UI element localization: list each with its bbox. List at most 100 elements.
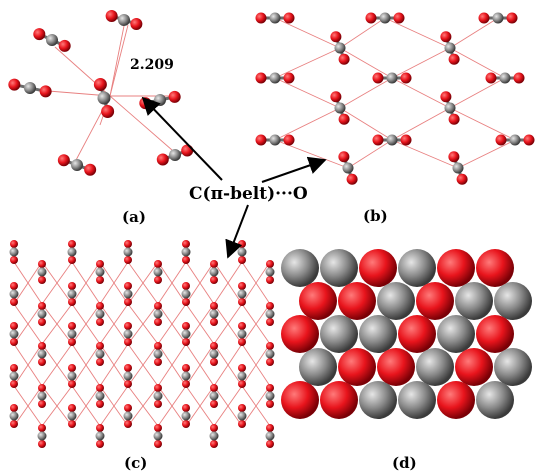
contact-line: [71, 385, 101, 427]
carbon-atom: [342, 162, 354, 174]
oxygen-atom: [10, 322, 18, 330]
oxygen-atom: [283, 134, 295, 146]
oxygen-atom: [38, 358, 46, 366]
co2-molecule: [67, 322, 77, 346]
oxygen-atom: [266, 260, 274, 268]
carbon-atom: [67, 247, 77, 257]
carbon-atom: [181, 247, 191, 257]
oxygen-atom: [210, 302, 218, 310]
co2-molecule: [495, 134, 535, 146]
oxygen-atom: [154, 276, 162, 284]
oxygen-atom: [96, 400, 104, 408]
carbon-atom: [265, 267, 275, 277]
oxygen-atom: [96, 424, 104, 432]
contact-line: [449, 47, 506, 79]
contact-line: [71, 261, 101, 305]
co2-molecule: [95, 424, 105, 448]
carbon-atom: [154, 94, 166, 106]
co2-molecule: [485, 72, 525, 84]
carbon-atom: [181, 411, 191, 421]
oxygen-atom: [182, 338, 190, 346]
carbon-atom: [181, 289, 191, 299]
contact-line: [449, 17, 499, 49]
contact-line: [41, 385, 73, 427]
carbon-atom: [444, 102, 456, 114]
carbon-atom: [37, 349, 47, 359]
oxygen-atom: [154, 302, 162, 310]
carbon-atom: [24, 82, 36, 94]
oxygen-atom: [238, 282, 246, 290]
carbon-atom: [209, 267, 219, 277]
co2-molecule: [372, 72, 412, 84]
co2-molecule: [156, 144, 194, 166]
co2-molecule: [57, 154, 97, 176]
contact-line: [391, 107, 451, 141]
carbon-atom: [209, 309, 219, 319]
oxygen-atom: [124, 364, 132, 372]
contact-line: [274, 47, 341, 79]
oxygen-atom: [39, 85, 52, 98]
co2-molecule: [440, 31, 460, 65]
carbon-sphere: [494, 282, 532, 320]
oxygen-atom: [124, 404, 132, 412]
oxygen-atom: [238, 240, 246, 248]
panel-d-spacefill: [281, 249, 543, 446]
oxygen-atom: [33, 28, 46, 41]
oxygen-sphere: [377, 348, 415, 386]
co2-molecule: [37, 424, 47, 448]
oxygen-atom: [57, 154, 70, 167]
oxygen-atom: [68, 380, 76, 388]
co2-molecule: [153, 302, 163, 326]
oxygen-atom: [266, 358, 274, 366]
oxygen-atom: [330, 31, 342, 43]
contact-line: [339, 47, 393, 79]
carbon-atom: [492, 12, 504, 24]
oxygen-atom: [182, 256, 190, 264]
oxygen-atom: [182, 282, 190, 290]
oxygen-atom: [485, 72, 497, 84]
contact-line: [13, 343, 43, 387]
co2-molecule: [237, 364, 247, 388]
oxygen-atom: [238, 256, 246, 264]
co2-molecule: [478, 12, 518, 24]
co2-molecule: [9, 404, 19, 428]
contact-line: [127, 343, 159, 387]
contact-line: [109, 25, 125, 97]
oxygen-atom: [448, 151, 460, 163]
oxygen-atom: [210, 440, 218, 448]
oxygen-atom: [448, 113, 460, 125]
co2-molecule: [181, 364, 191, 388]
contact-line: [13, 385, 43, 427]
oxygen-atom: [506, 12, 518, 24]
oxygen-atom: [68, 256, 76, 264]
panel-a-structure: [8, 9, 194, 176]
oxygen-atom: [93, 77, 107, 91]
co2-molecule: [365, 12, 405, 24]
carbon-atom: [46, 34, 58, 46]
oxygen-atom: [124, 298, 132, 306]
oxygen-atom: [513, 72, 525, 84]
oxygen-atom: [68, 240, 76, 248]
contact-line: [127, 385, 159, 427]
oxygen-atom: [96, 260, 104, 268]
carbon-atom: [237, 329, 247, 339]
oxygen-sphere: [299, 282, 337, 320]
oxygen-atom: [182, 404, 190, 412]
carbon-atom: [153, 391, 163, 401]
carbon-atom: [9, 371, 19, 381]
contact-line: [185, 385, 215, 427]
carbon-atom: [334, 42, 346, 54]
carbon-sphere: [398, 249, 436, 287]
oxygen-atom: [255, 72, 267, 84]
contact-line: [157, 385, 187, 427]
carbon-atom: [265, 349, 275, 359]
co2-molecule: [153, 342, 163, 366]
carbon-atom: [237, 411, 247, 421]
arrow-to-b: [261, 156, 327, 183]
contact-line: [41, 261, 73, 305]
oxygen-atom: [210, 384, 218, 392]
co2-molecule: [255, 134, 295, 146]
contact-line: [127, 261, 159, 305]
carbon-atom: [209, 431, 219, 441]
co2-molecule: [8, 78, 52, 98]
